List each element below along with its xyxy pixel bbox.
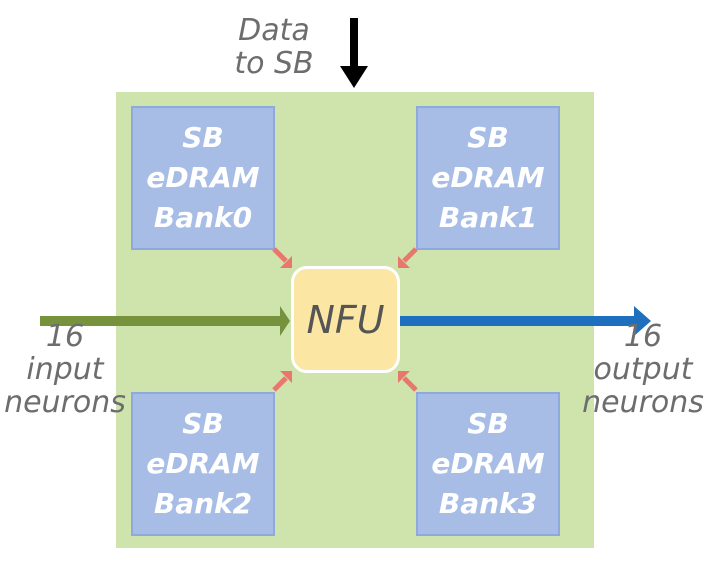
data-to-sb-label: Data to SB xyxy=(224,14,324,80)
nfu-label: NFU xyxy=(306,297,385,342)
bank2-line3: Bank2 xyxy=(153,487,253,520)
input-label-line1: 16 xyxy=(45,319,85,354)
bank3-line2: eDRAM xyxy=(431,447,545,480)
sb-edram-bank2: SB eDRAM Bank2 xyxy=(131,392,275,536)
data-to-sb-line1: Data xyxy=(238,13,310,48)
bank1-line1: SB xyxy=(467,121,509,154)
bank1-line3: Bank1 xyxy=(438,201,538,234)
sb-edram-bank0: SB eDRAM Bank0 xyxy=(131,106,275,250)
data-in-arrow xyxy=(340,18,368,88)
bank0-line3: Bank0 xyxy=(153,201,253,234)
bank0-line2: eDRAM xyxy=(146,161,260,194)
sb-edram-bank1: SB eDRAM Bank1 xyxy=(416,106,560,250)
input-label-line3: neurons xyxy=(4,385,126,420)
bank1-line2: eDRAM xyxy=(431,161,545,194)
output-label-line3: neurons xyxy=(582,385,704,420)
input-neurons-label: 16 input neurons xyxy=(0,320,130,419)
output-label-line1: 16 xyxy=(623,319,663,354)
output-neurons-label: 16 output neurons xyxy=(578,320,708,419)
nfu-block: NFU xyxy=(291,266,400,373)
bank2-line2: eDRAM xyxy=(146,447,260,480)
bank3-line3: Bank3 xyxy=(438,487,538,520)
bank3-line1: SB xyxy=(467,407,509,440)
bank0-line1: SB xyxy=(182,121,224,154)
input-label-line2: input xyxy=(26,352,104,387)
output-label-line2: output xyxy=(593,352,693,387)
bank2-line1: SB xyxy=(182,407,224,440)
sb-edram-bank3: SB eDRAM Bank3 xyxy=(416,392,560,536)
data-to-sb-line2: to SB xyxy=(234,46,314,81)
